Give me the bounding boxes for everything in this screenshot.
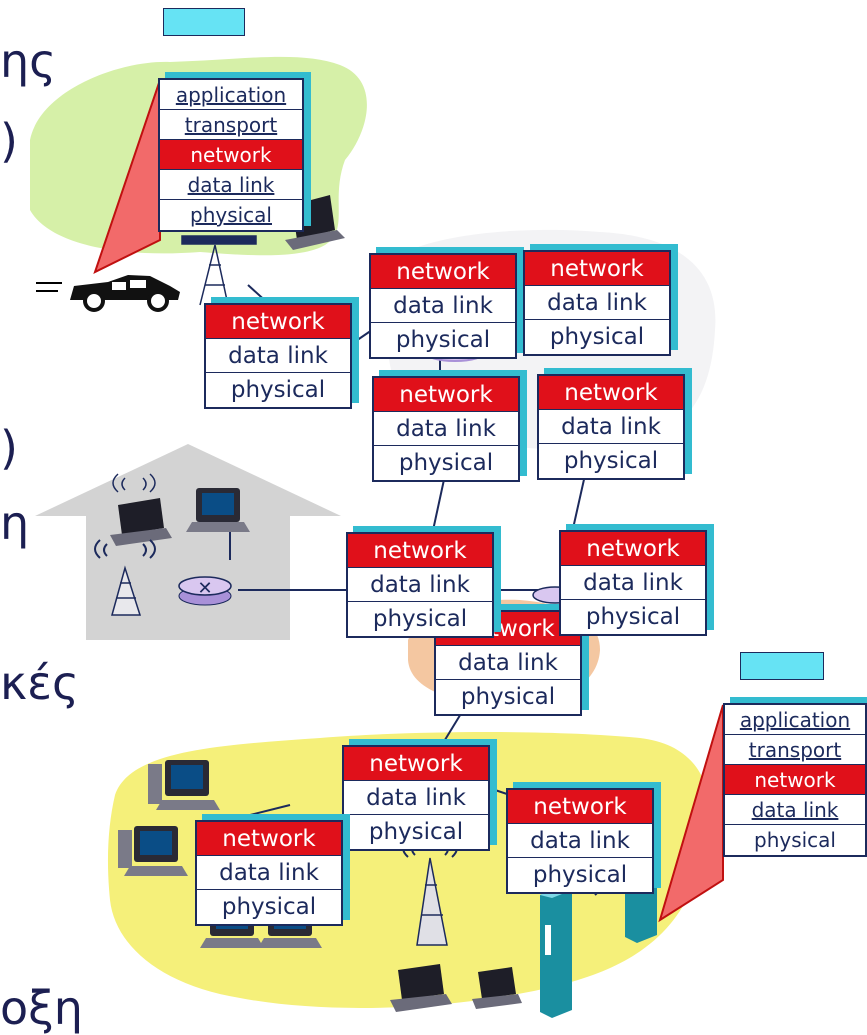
network-layer: network: [539, 376, 683, 410]
network-layer: network: [197, 822, 341, 856]
physical-layer: physical: [368, 819, 464, 845]
physical-layer: physical: [395, 327, 491, 353]
data-link-layer: data link: [206, 339, 350, 373]
data-link-layer: data link: [344, 781, 488, 815]
data-link-layer: data link: [371, 289, 515, 323]
data-link-layer: data link: [197, 856, 341, 890]
desktop-icon: [148, 760, 220, 810]
desktop-icon: [118, 826, 188, 876]
slide-text-fragment: η: [0, 496, 30, 550]
data-link-layer: data link: [561, 566, 705, 600]
data-link-layer: data link: [436, 646, 580, 680]
data-link-layer: data link: [374, 412, 518, 446]
router-protocol-stack: network data link physical: [372, 376, 520, 482]
router-protocol-stack: network data link physical: [559, 530, 707, 636]
router-protocol-stack: network data link physical: [342, 745, 490, 851]
physical-layer: physical: [549, 324, 645, 350]
physical-layer: physical: [230, 377, 326, 403]
network-layer: network: [206, 305, 350, 339]
physical-layer: physical: [221, 894, 317, 920]
data-link-layer: data link: [539, 410, 683, 444]
laptop-icon: [390, 964, 452, 1012]
cell-tower-icon: [181, 235, 257, 306]
physical-layer: physical: [190, 203, 272, 227]
physical-layer: physical: [460, 684, 556, 710]
router-protocol-stack: network data link physical: [434, 610, 582, 716]
car-icon: [36, 275, 180, 312]
network-layer: network: [561, 532, 705, 566]
slide-text-fragment: ης: [0, 34, 57, 88]
svg-text:✕: ✕: [197, 578, 212, 599]
network-layer: network: [374, 378, 518, 412]
physical-layer: physical: [563, 448, 659, 474]
router-protocol-stack: network data link physical: [195, 820, 343, 926]
cell-tower-icon: [416, 857, 448, 946]
wifi-signal-icon: [94, 539, 156, 559]
network-layer: network: [525, 252, 669, 286]
cell-tower-icon: [111, 565, 142, 616]
physical-layer: physical: [532, 862, 628, 888]
data-link-layer: data link: [348, 568, 492, 602]
network-layer: network: [160, 140, 302, 170]
router-protocol-stack: network data link physical: [523, 250, 671, 356]
application-layer: application: [725, 705, 865, 735]
slide-text-fragment: κές: [0, 656, 79, 710]
router-icon: ✕: [178, 576, 232, 606]
physical-layer: physical: [754, 828, 836, 852]
router-protocol-stack: network data link physical: [537, 374, 685, 480]
data-link-layer: data link: [160, 170, 302, 200]
network-layer: network: [371, 255, 515, 289]
data-link-layer: data link: [508, 824, 652, 858]
desktop-icon: [186, 488, 250, 532]
network-layer: network: [725, 765, 865, 795]
host-protocol-stack: application transport network data link …: [158, 78, 304, 232]
network-layer: network: [344, 747, 488, 781]
transport-layer: transport: [725, 735, 865, 765]
physical-layer: physical: [398, 450, 494, 476]
router-protocol-stack: network data link physical: [369, 253, 517, 359]
slide-text-fragment: οξη: [0, 981, 83, 1035]
data-link-layer: data link: [725, 795, 865, 825]
data-link-layer: data link: [525, 286, 669, 320]
router-protocol-stack: network data link physical: [346, 532, 494, 638]
message-box: [740, 652, 824, 680]
wifi-signal-icon: [112, 473, 156, 493]
network-layer: network: [508, 790, 652, 824]
physical-layer: physical: [372, 606, 468, 632]
host-protocol-stack: application transport network data link …: [723, 703, 867, 857]
physical-layer: physical: [585, 604, 681, 630]
server-icon: [540, 885, 572, 1018]
laptop-icon: [110, 498, 172, 546]
slide-text-fragment: ): [0, 421, 18, 475]
message-box: [163, 8, 245, 36]
slide-text-fragment: ): [0, 114, 18, 168]
application-layer: application: [160, 80, 302, 110]
network-layer: network: [348, 534, 492, 568]
home-network-area: [35, 444, 341, 640]
laptop-icon: [472, 967, 522, 1009]
router-protocol-stack: network data link physical: [204, 303, 352, 409]
router-protocol-stack: network data link physical: [506, 788, 654, 894]
transport-layer: transport: [160, 110, 302, 140]
